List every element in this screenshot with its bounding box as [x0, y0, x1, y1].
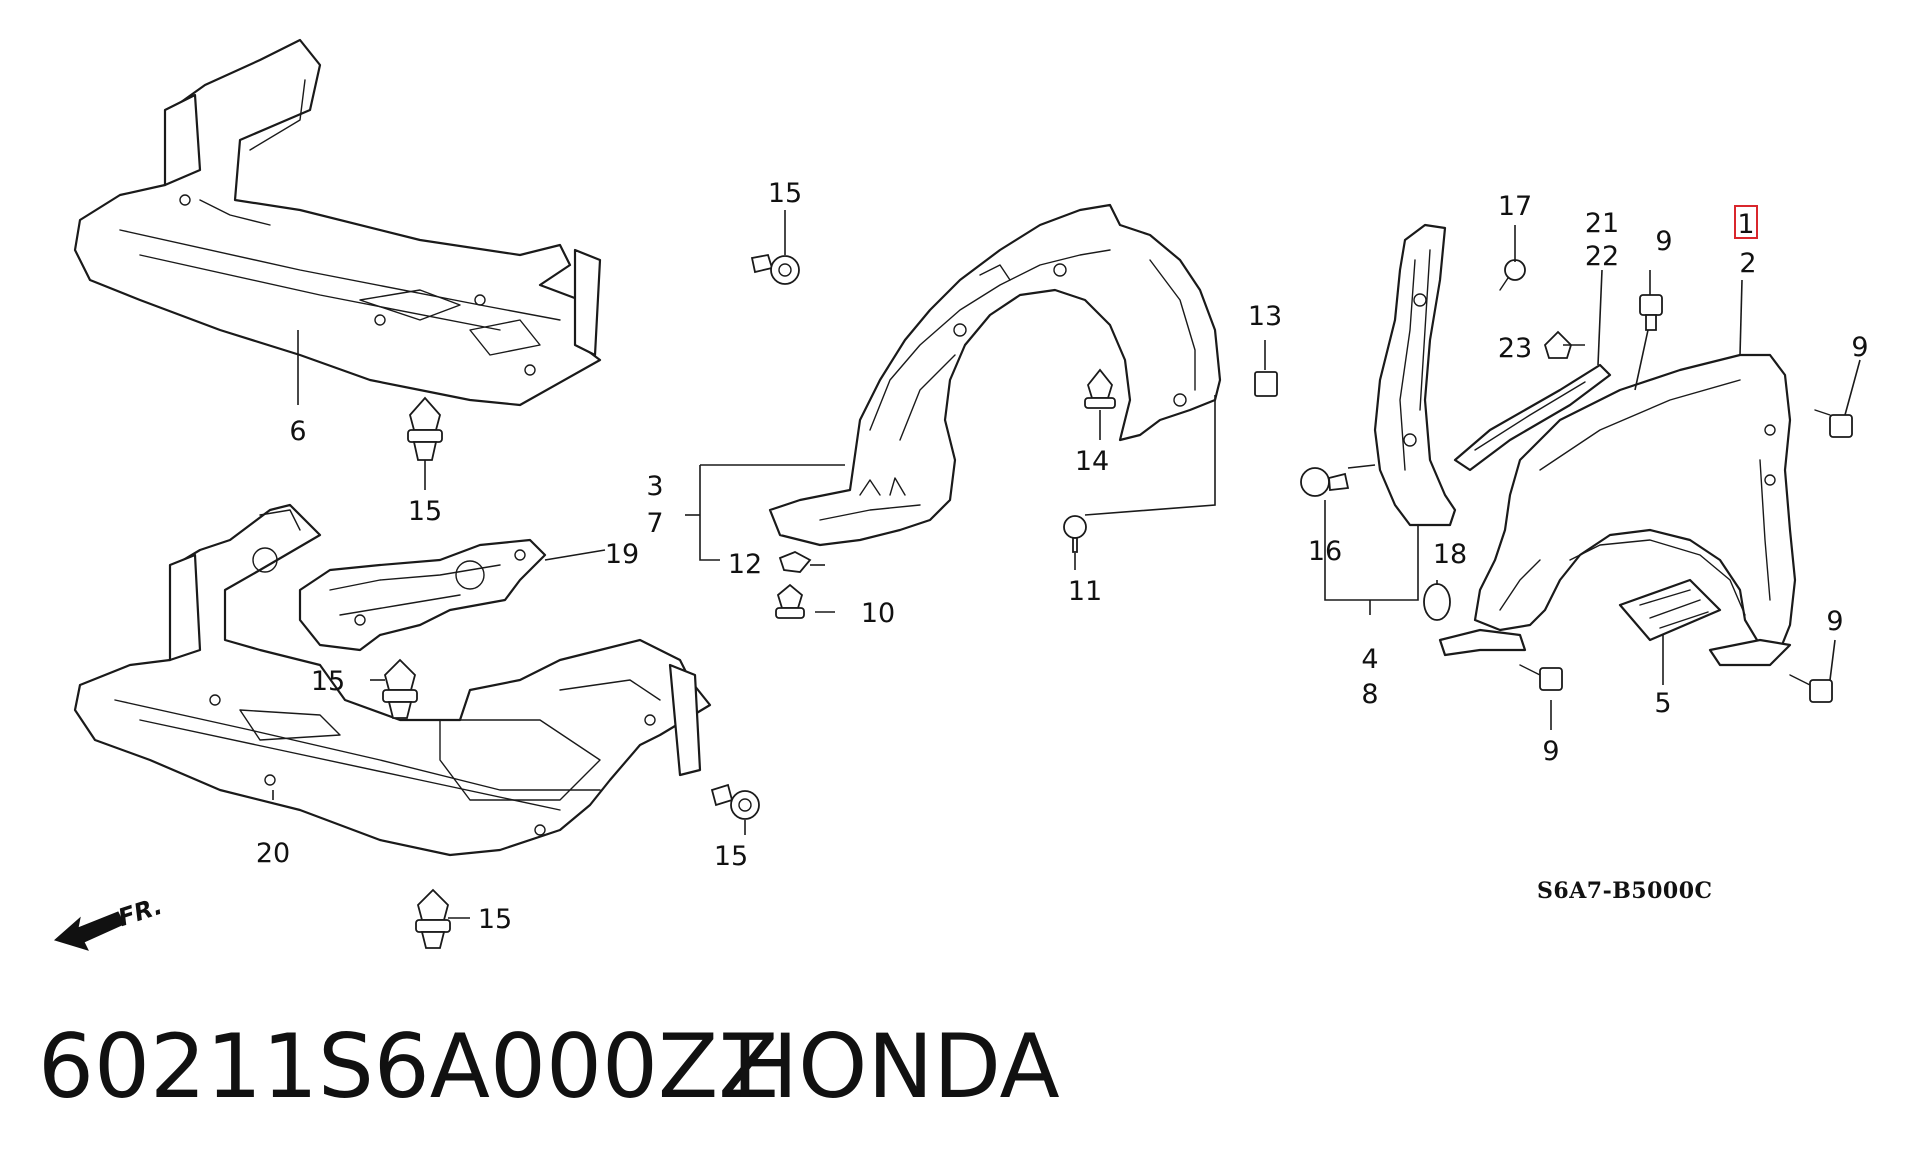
callout-9-right: 9: [1851, 332, 1868, 363]
front-direction-indicator: FR.: [53, 892, 166, 951]
part-9-bolt-c[interactable]: [1519, 664, 1563, 691]
callout-13: 13: [1248, 301, 1282, 332]
callout-15-bottom-right: 15: [714, 841, 748, 872]
front-label: FR.: [115, 892, 166, 932]
part-10-clip[interactable]: [775, 583, 805, 619]
front-arrow-icon: [53, 911, 125, 951]
part-13-nut[interactable]: [1254, 371, 1278, 397]
callout-4: 4: [1361, 644, 1378, 675]
callout-6: 6: [289, 416, 306, 447]
callout-17: 17: [1498, 191, 1532, 222]
part-19-cover[interactable]: [298, 538, 547, 652]
part-15-clip-c[interactable]: [382, 658, 418, 719]
callout-12: 12: [728, 549, 762, 580]
part-18-grommet[interactable]: [1423, 583, 1451, 621]
part-15-clip-e[interactable]: [415, 888, 451, 949]
callout-19: 19: [605, 539, 639, 570]
callout-9-top: 9: [1655, 226, 1672, 257]
part-15-clip-d[interactable]: [710, 783, 760, 820]
brand-caption: HONDA: [732, 1015, 1060, 1118]
callout-10: 10: [861, 598, 895, 629]
part-9-bolt-d[interactable]: [1789, 674, 1833, 703]
callout-15-bottom: 15: [478, 904, 512, 935]
callout-15-top: 15: [768, 178, 802, 209]
callout-18: 18: [1433, 539, 1467, 570]
part-3-7-fender-liner[interactable]: [768, 203, 1222, 547]
callout-16: 16: [1308, 536, 1342, 567]
callout-15-mid-left: 15: [311, 666, 345, 697]
part-16-clip[interactable]: [1300, 467, 1350, 497]
diagram-code: S6A7-B5000C: [1537, 878, 1713, 904]
part-15-clip-a[interactable]: [750, 253, 800, 285]
callout-23: 23: [1498, 333, 1532, 364]
leader-lines: [272, 210, 1861, 919]
part-17-screw[interactable]: [1499, 259, 1526, 291]
part-9-bolt-b[interactable]: [1814, 409, 1853, 438]
part-21-22-trim-strip[interactable]: [1453, 363, 1612, 472]
part-5-fender-pad[interactable]: [1618, 578, 1722, 642]
part-number-caption: 60211S6A000ZZ: [38, 1015, 779, 1118]
part-6-splash-shield-upper[interactable]: [73, 38, 602, 407]
callout-8: 8: [1361, 679, 1378, 710]
callout-5: 5: [1654, 688, 1671, 719]
callout-21: 21: [1585, 208, 1619, 239]
callout-2: 2: [1739, 248, 1756, 279]
part-12-nut[interactable]: [778, 551, 812, 573]
callout-11: 11: [1068, 576, 1102, 607]
part-11-bolt[interactable]: [1063, 515, 1087, 553]
part-23-clip[interactable]: [1543, 330, 1573, 359]
callout-22: 22: [1585, 241, 1619, 272]
callout-9-bottom-right: 9: [1826, 606, 1843, 637]
callout-3: 3: [646, 471, 663, 502]
callout-9-bottom-left: 9: [1542, 736, 1559, 767]
part-1-2-front-fender[interactable]: [1438, 353, 1797, 667]
callout-7: 7: [646, 508, 663, 539]
callout-20: 20: [256, 838, 290, 869]
callout-14: 14: [1075, 446, 1109, 477]
callout-1-highlighted[interactable]: 1: [1734, 205, 1758, 240]
part-9-bolt-a[interactable]: [1639, 294, 1663, 331]
part-15-clip-b[interactable]: [407, 396, 443, 461]
part-4-8-fender-bracket[interactable]: [1373, 223, 1457, 527]
part-20-splash-shield-lower[interactable]: [73, 503, 712, 857]
callout-1-highlight-box: [1734, 205, 1758, 239]
part-14-clip[interactable]: [1084, 368, 1116, 409]
callout-1: 1: [1737, 209, 1754, 240]
callout-15-under-6: 15: [408, 496, 442, 527]
